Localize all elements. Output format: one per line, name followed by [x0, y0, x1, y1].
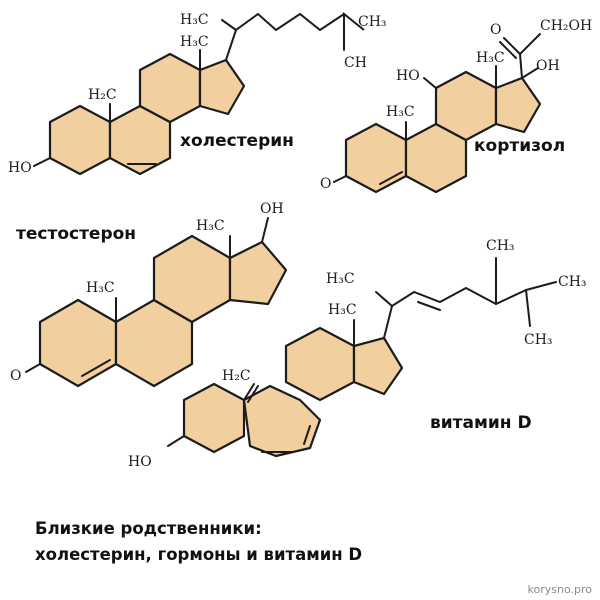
vitamin-d-double-bond-2 [303, 425, 311, 445]
vitamin-d-h3c-chain: H₃C [326, 271, 355, 287]
vitamin-d-chain-double [417, 301, 441, 311]
vitamin-d-methyl-chain [375, 291, 393, 307]
vitamin-d-h2c: H₂C [222, 368, 251, 384]
cholesterol-oh-bond [33, 157, 51, 167]
cholesterol-methyl-chain [221, 19, 237, 31]
testosterone-o-a: O [10, 368, 21, 384]
cholesterol-ch-bottom: CH [344, 55, 367, 71]
cortisol-label: кортизол [474, 136, 565, 156]
testosterone-oh: OH [260, 201, 284, 217]
cortisol-oh-c [423, 77, 437, 89]
cortisol-ring-d [494, 76, 542, 134]
vitamin-d-side-chain [383, 286, 527, 339]
cortisol-oh-d [521, 67, 539, 79]
testosterone-structure: тестостерон OH H₃C H₃C O [10, 201, 288, 388]
vitamin-d-label: витамин D [430, 413, 532, 433]
vitamin-d-structure: CH₃ H₃C CH₃ CH₃ H₃C H₂C HO витамин D [128, 238, 587, 470]
testosterone-h3c-d: H₃C [196, 218, 225, 234]
vitamin-d-ho: HO [128, 454, 152, 470]
cortisol-oh-right: OH [536, 58, 560, 74]
vitamin-d-ch3-right: CH₃ [558, 274, 587, 290]
vitamin-d-ring-b [242, 384, 322, 458]
cortisol-h3c-b: H₃C [386, 104, 415, 120]
vitamin-d-ch3-low: CH₃ [524, 332, 553, 348]
cholesterol-ho: HO [8, 160, 32, 176]
cortisol-ch2oh: CH₂OH [540, 18, 592, 34]
cortisol-o-keto: O [490, 22, 501, 38]
vitamin-d-methyl-low [525, 289, 531, 327]
cortisol-structure: CH₂OH O OH H₃C HO H₃C O кортизол [320, 18, 592, 194]
testosterone-oh-bond [261, 217, 269, 243]
testosterone-ring-d [228, 240, 288, 306]
cortisol-ring-c [434, 70, 498, 142]
cholesterol-ch3-tail: CH₃ [358, 14, 387, 30]
vitamin-d-oh-bond [167, 435, 185, 447]
cholesterol-label: холестерин [180, 131, 294, 151]
vitamin-d-h3c-d: H₃C [328, 302, 357, 318]
caption-line-1: Близкие родственники: [35, 519, 262, 538]
cholesterol-h3c-b: H₂C [88, 87, 117, 103]
cortisol-keto-bond [503, 37, 521, 55]
testosterone-keto-a [25, 363, 41, 373]
testosterone-label: тестостерон [16, 224, 136, 244]
vitamin-d-methylene-2 [247, 385, 259, 403]
cortisol-double-bond [379, 171, 403, 185]
testosterone-ring-a [38, 298, 118, 388]
cortisol-keto-bond-2 [499, 41, 517, 59]
cortisol-h3c-d: H₃C [476, 50, 505, 66]
cholesterol-ring-c [138, 52, 202, 124]
vitamin-d-methylene [243, 383, 255, 401]
testosterone-h3c-b: H₃C [86, 280, 115, 296]
cortisol-o-a: O [320, 176, 331, 192]
caption-line-2: холестерин, гормоны и витамин D [35, 545, 363, 564]
cholesterol-ring-a [48, 104, 112, 176]
cholesterol-structure: H₃C CH₃ CH H₃C H₂C HO холестерин [8, 11, 387, 176]
vitamin-d-ring-d [352, 336, 404, 396]
vitamin-d-ring-a [182, 382, 246, 454]
credit-link[interactable]: korysno.pro [527, 583, 592, 596]
cholesterol-h3c-top: H₃C [180, 12, 209, 28]
cholesterol-h3c-d: H₃C [180, 34, 209, 50]
cortisol-ring-a [344, 122, 408, 194]
cholesterol-side-chain [225, 11, 365, 61]
cortisol-ho-left: HO [396, 68, 420, 84]
vitamin-d-methyl-right [525, 281, 557, 291]
testosterone-double-bond [81, 359, 111, 377]
vitamin-d-ch3-top: CH₃ [486, 238, 515, 254]
cholesterol-ring-d [198, 58, 246, 116]
cortisol-keto-a [333, 175, 347, 183]
vitamin-d-ring-c [284, 326, 356, 402]
